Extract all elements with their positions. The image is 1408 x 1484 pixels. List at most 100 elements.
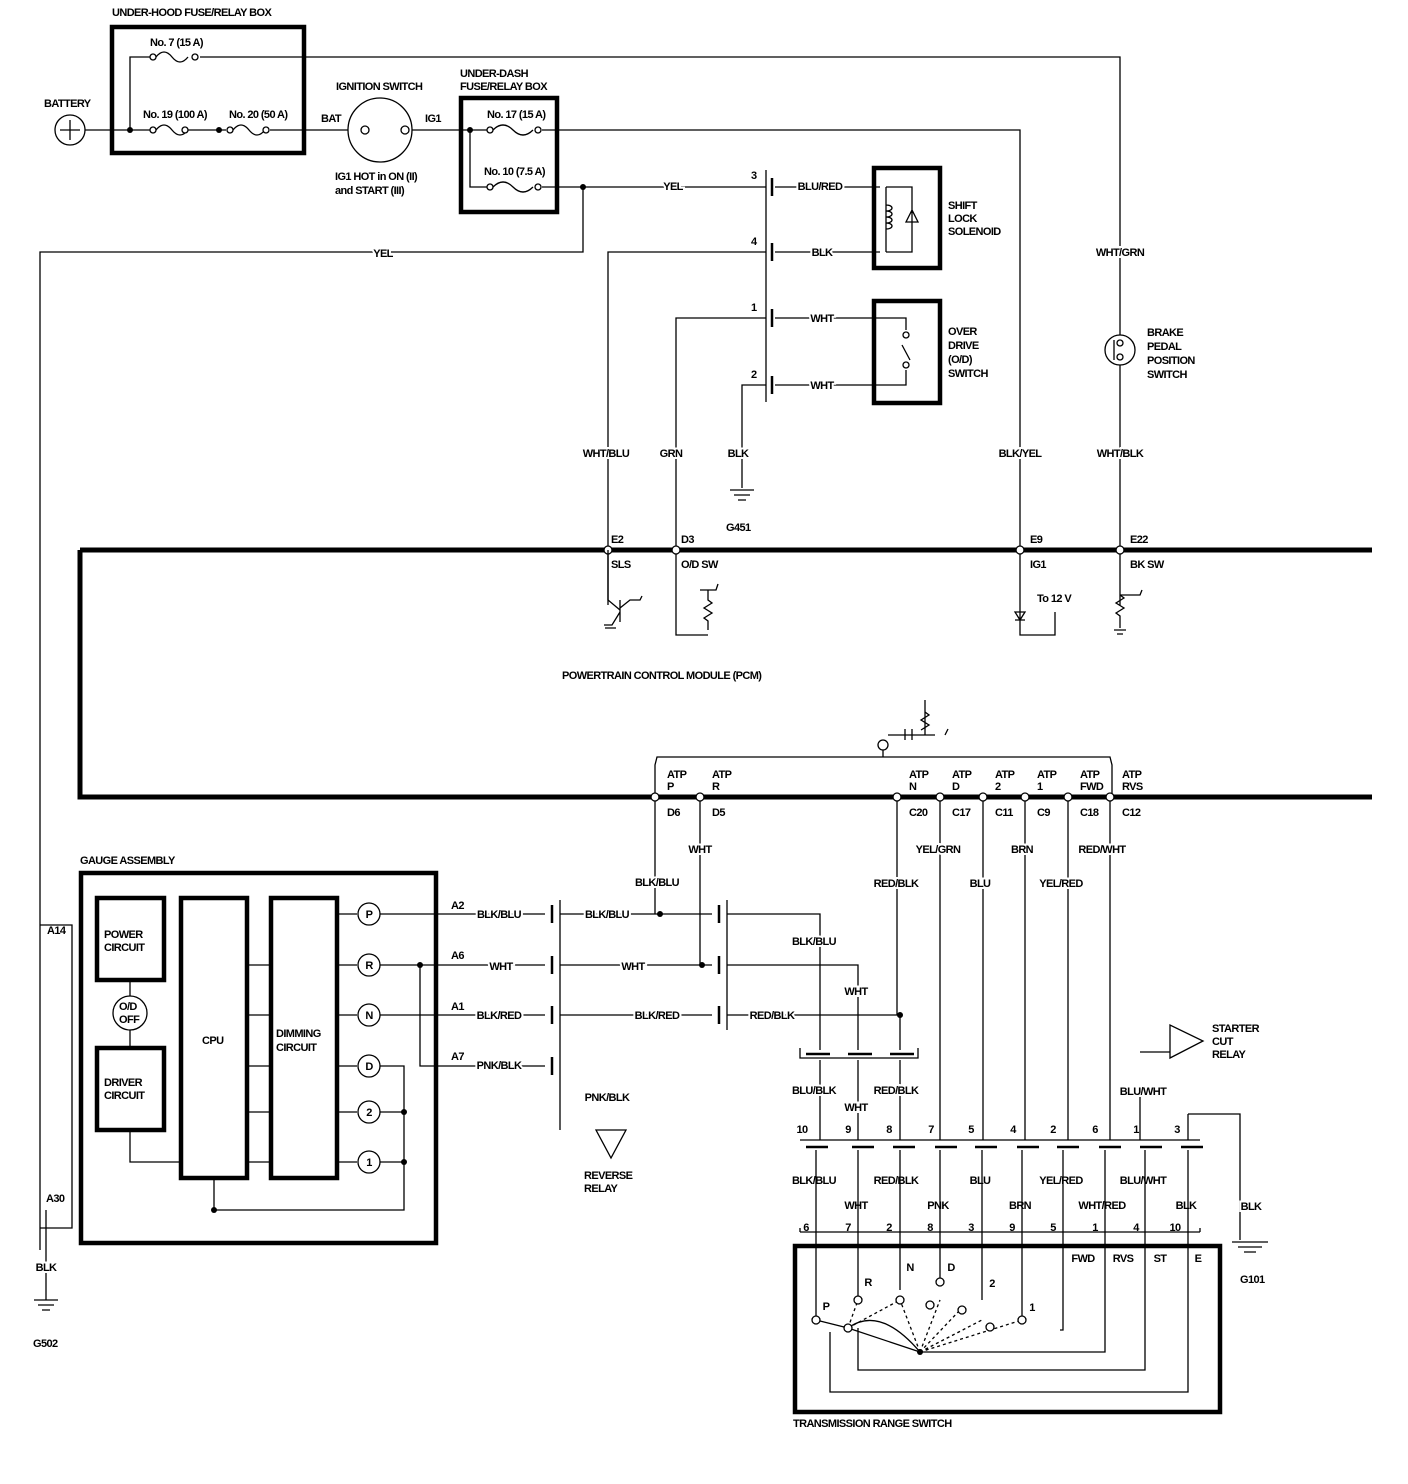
- fuse-icon: [149, 124, 189, 136]
- indicator-lamp: [357, 1100, 381, 1124]
- wire-color-label: GRN: [660, 448, 683, 460]
- ignition-switch-label: IGNITION SWITCH: [336, 81, 423, 93]
- ignition-note: IG1 HOT in ON (II): [335, 171, 418, 183]
- indicator-label: R: [365, 960, 373, 972]
- gauge-assembly: GAUGE ASSEMBLY POWER CIRCUIT O/D OFF DRI…: [40, 855, 465, 1300]
- indicator-label: 2: [366, 1107, 372, 1119]
- indicator-label: D: [365, 1061, 373, 1073]
- power-circuit-label: CIRCUIT: [104, 942, 145, 954]
- indicator-lamp: [357, 1003, 381, 1027]
- atp-pin: C11: [995, 807, 1013, 819]
- wire-color-label: WHT: [688, 844, 712, 856]
- atp-pin: C17: [952, 807, 971, 819]
- atp-pin: C9: [1037, 807, 1050, 819]
- atp-pin: C18: [1080, 807, 1099, 819]
- wire-color-label: BLK: [36, 1262, 57, 1274]
- wire-color-label: BLK/RED: [477, 1010, 522, 1022]
- wire-color-label: WHT/BLU: [583, 448, 630, 460]
- connector-pin-number: 3: [968, 1222, 974, 1234]
- gauge-pin: A7: [451, 1051, 464, 1063]
- power-circuit-label: POWER: [104, 929, 143, 941]
- switch-position-label: 2: [989, 1278, 995, 1290]
- starter-cut-relay-label: CUT: [1212, 1036, 1234, 1048]
- indicator-label: N: [365, 1010, 373, 1022]
- ground-g451: G451: [726, 489, 754, 534]
- atp-pin: C12: [1122, 807, 1141, 819]
- od-switch-label: (O/D): [948, 354, 973, 366]
- wire-color-label: PNK/BLK: [585, 1092, 630, 1104]
- connector-pin-number: 2: [886, 1222, 892, 1234]
- connector-pin-number: 3: [1174, 1124, 1180, 1136]
- pcm-pin: E9: [1030, 534, 1043, 546]
- ground-icon: [1232, 1241, 1268, 1253]
- gauge-pin: A6: [451, 950, 464, 962]
- connector-pin-number: 1: [1133, 1124, 1139, 1136]
- gauge-pin: A1: [451, 1001, 464, 1013]
- under-dash-box-label: FUSE/RELAY BOX: [460, 81, 548, 93]
- atp-label: D: [952, 781, 960, 793]
- connector-pin-number: 5: [968, 1124, 974, 1136]
- wire-color-label: BLK/RED: [635, 1010, 680, 1022]
- brake-switch-label: POSITION: [1147, 355, 1195, 367]
- ig1-terminal: IG1: [425, 113, 441, 125]
- transmission-range-switch: TRANSMISSION RANGE SWITCH: [792, 1150, 1223, 1430]
- atp-pin: D6: [667, 807, 680, 819]
- atp-label: RVS: [1122, 781, 1143, 793]
- dimming-label: CIRCUIT: [276, 1042, 317, 1054]
- brake-pedal-switch: BRAKE PEDAL POSITION SWITCH: [1104, 327, 1196, 381]
- wire-color-label: BLU: [970, 1175, 991, 1187]
- gauge-pin: A2: [451, 900, 464, 912]
- wire-color-label: BLK/BLU: [792, 1175, 837, 1187]
- ignition-note: and START (III): [335, 185, 405, 197]
- wire-color-label: BLU/WHT: [1120, 1086, 1167, 1098]
- pin-number: 3: [751, 170, 757, 182]
- od-off-label: OFF: [119, 1014, 140, 1026]
- ground-label: G101: [1240, 1274, 1265, 1286]
- gauge-assembly-label: GAUGE ASSEMBLY: [80, 855, 176, 867]
- wire-color-label: PNK/BLK: [477, 1060, 522, 1072]
- pcm-pin-name: IG1: [1030, 559, 1046, 571]
- ground-label: G502: [33, 1338, 58, 1350]
- solenoid-icon: [885, 186, 920, 253]
- indicator-lamp: [357, 1150, 381, 1174]
- atp-label: ATP: [667, 769, 687, 781]
- wire-color-label: YEL/GRN: [916, 844, 961, 856]
- terminal-node: [978, 792, 988, 802]
- connector-pin-number: 6: [803, 1222, 809, 1234]
- driver-circuit-label: CIRCUIT: [104, 1090, 145, 1102]
- pin-number: 4: [751, 236, 758, 248]
- wire-color-label: WHT: [844, 1102, 868, 1114]
- wire-color-label: RED/WHT: [1078, 844, 1126, 856]
- connector-pin-number: 9: [845, 1124, 851, 1136]
- wire-color-label: WHT: [621, 961, 645, 973]
- switch-icon: [880, 317, 911, 386]
- fuse-icon: [486, 124, 542, 136]
- battery: BATTERY: [44, 98, 92, 146]
- wire-color-label: BLK: [1241, 1201, 1262, 1213]
- connector-pin-number: 1: [1092, 1222, 1098, 1234]
- wire-color-label: BLK/BLU: [635, 877, 680, 889]
- wire-color-label: RED/BLK: [750, 1010, 795, 1022]
- terminal-node: [892, 792, 902, 802]
- terminal-node: [1020, 792, 1030, 802]
- wire-color-label: BLK: [728, 448, 749, 460]
- bat-terminal: BAT: [321, 113, 342, 125]
- cpu-label: CPU: [202, 1035, 224, 1047]
- od-switch-label: OVER: [948, 326, 977, 338]
- brake-switch-label: PEDAL: [1147, 341, 1182, 353]
- switch-position-label: P: [823, 1301, 830, 1313]
- wire-color-label: WHT: [810, 313, 834, 325]
- brake-switch-label: SWITCH: [1147, 369, 1187, 381]
- wire-color-label: BLK/YEL: [999, 448, 1043, 460]
- starter-cut-relay-icon: [1169, 1023, 1205, 1060]
- wire-color-label: BRN: [1011, 844, 1034, 856]
- switch-position-label: RVS: [1113, 1253, 1134, 1265]
- atp-label: P: [667, 781, 674, 793]
- atp-label: R: [712, 781, 720, 793]
- atp-label: ATP: [1080, 769, 1100, 781]
- atp-label: ATP: [995, 769, 1015, 781]
- trs-label: TRANSMISSION RANGE SWITCH: [793, 1418, 952, 1430]
- wire-color-label: WHT: [810, 380, 834, 392]
- switch-position-label: R: [864, 1277, 872, 1289]
- pcm-pin-name: O/D SW: [681, 559, 719, 571]
